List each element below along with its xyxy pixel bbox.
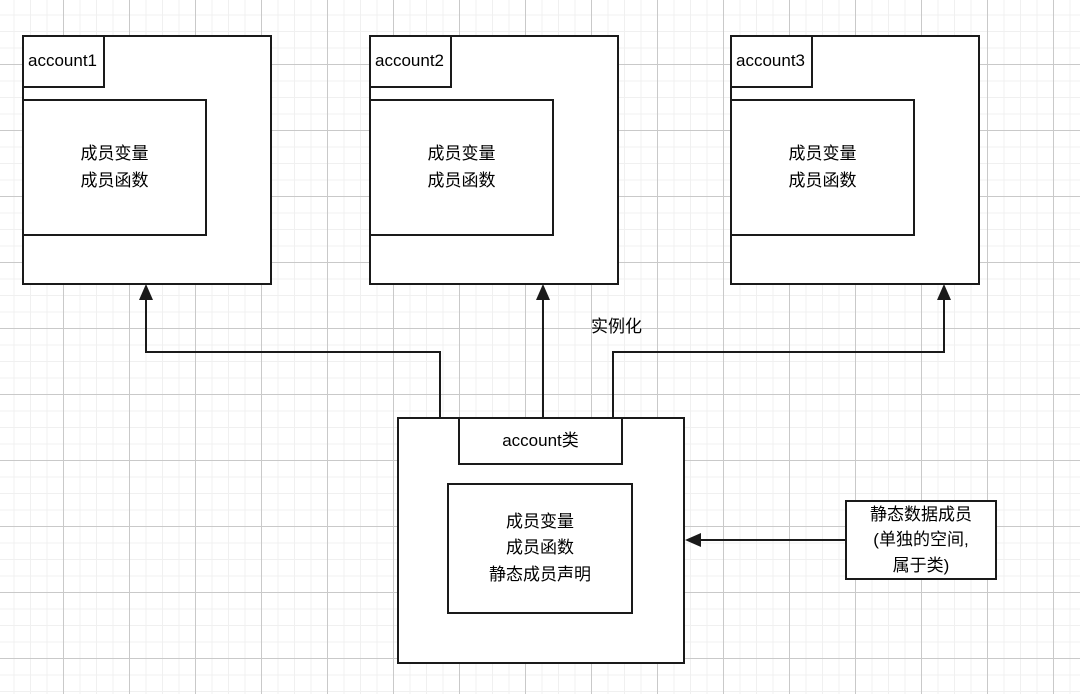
member-line: 成员函数 [80, 170, 149, 190]
class-members-box-account: 成员变量 成员函数 静态成员声明 [447, 483, 633, 614]
instance-label-account1: account1 [28, 51, 97, 71]
edge-class-to-account1 [145, 296, 441, 417]
instance-label-account2: account2 [375, 51, 444, 71]
edge-label-instantiate: 实例化 [591, 317, 642, 336]
member-line: 成员函数 [506, 538, 574, 558]
instance-members-box-account3: 成员变量 成员函数 [730, 99, 915, 236]
class-label-account: account类 [502, 430, 579, 450]
arrow-head-account3 [937, 284, 951, 300]
member-line: 成员变量 [788, 144, 857, 164]
edge-class-to-account3 [612, 296, 945, 417]
arrow-head-class-right [685, 533, 701, 547]
instance-label-box-account3: account3 [730, 35, 813, 88]
member-line: 成员变量 [80, 144, 149, 164]
member-line: 静态成员声明 [489, 564, 591, 584]
note-to-class-connector-group [685, 533, 845, 547]
instantiate-connector-group [139, 284, 951, 417]
arrow-head-account1 [139, 284, 153, 300]
note-line: 静态数据成员 [870, 504, 972, 524]
member-line: 成员函数 [427, 170, 496, 190]
instance-label-box-account1: account1 [22, 35, 105, 88]
note-line: (单独的空间, [873, 530, 969, 550]
instance-members-box-account2: 成员变量 成员函数 [369, 99, 554, 236]
member-line: 成员变量 [506, 511, 574, 531]
class-label-box-account: account类 [458, 417, 623, 465]
instance-label-box-account2: account2 [369, 35, 452, 88]
instance-members-box-account1: 成员变量 成员函数 [22, 99, 207, 236]
note-line: 属于类) [892, 555, 950, 575]
arrow-head-account2 [536, 284, 550, 300]
instance-label-account3: account3 [736, 51, 805, 71]
note-static-data-member[interactable]: 静态数据成员 (单独的空间, 属于类) [845, 500, 997, 580]
member-line: 成员函数 [788, 170, 857, 190]
member-line: 成员变量 [427, 144, 496, 164]
